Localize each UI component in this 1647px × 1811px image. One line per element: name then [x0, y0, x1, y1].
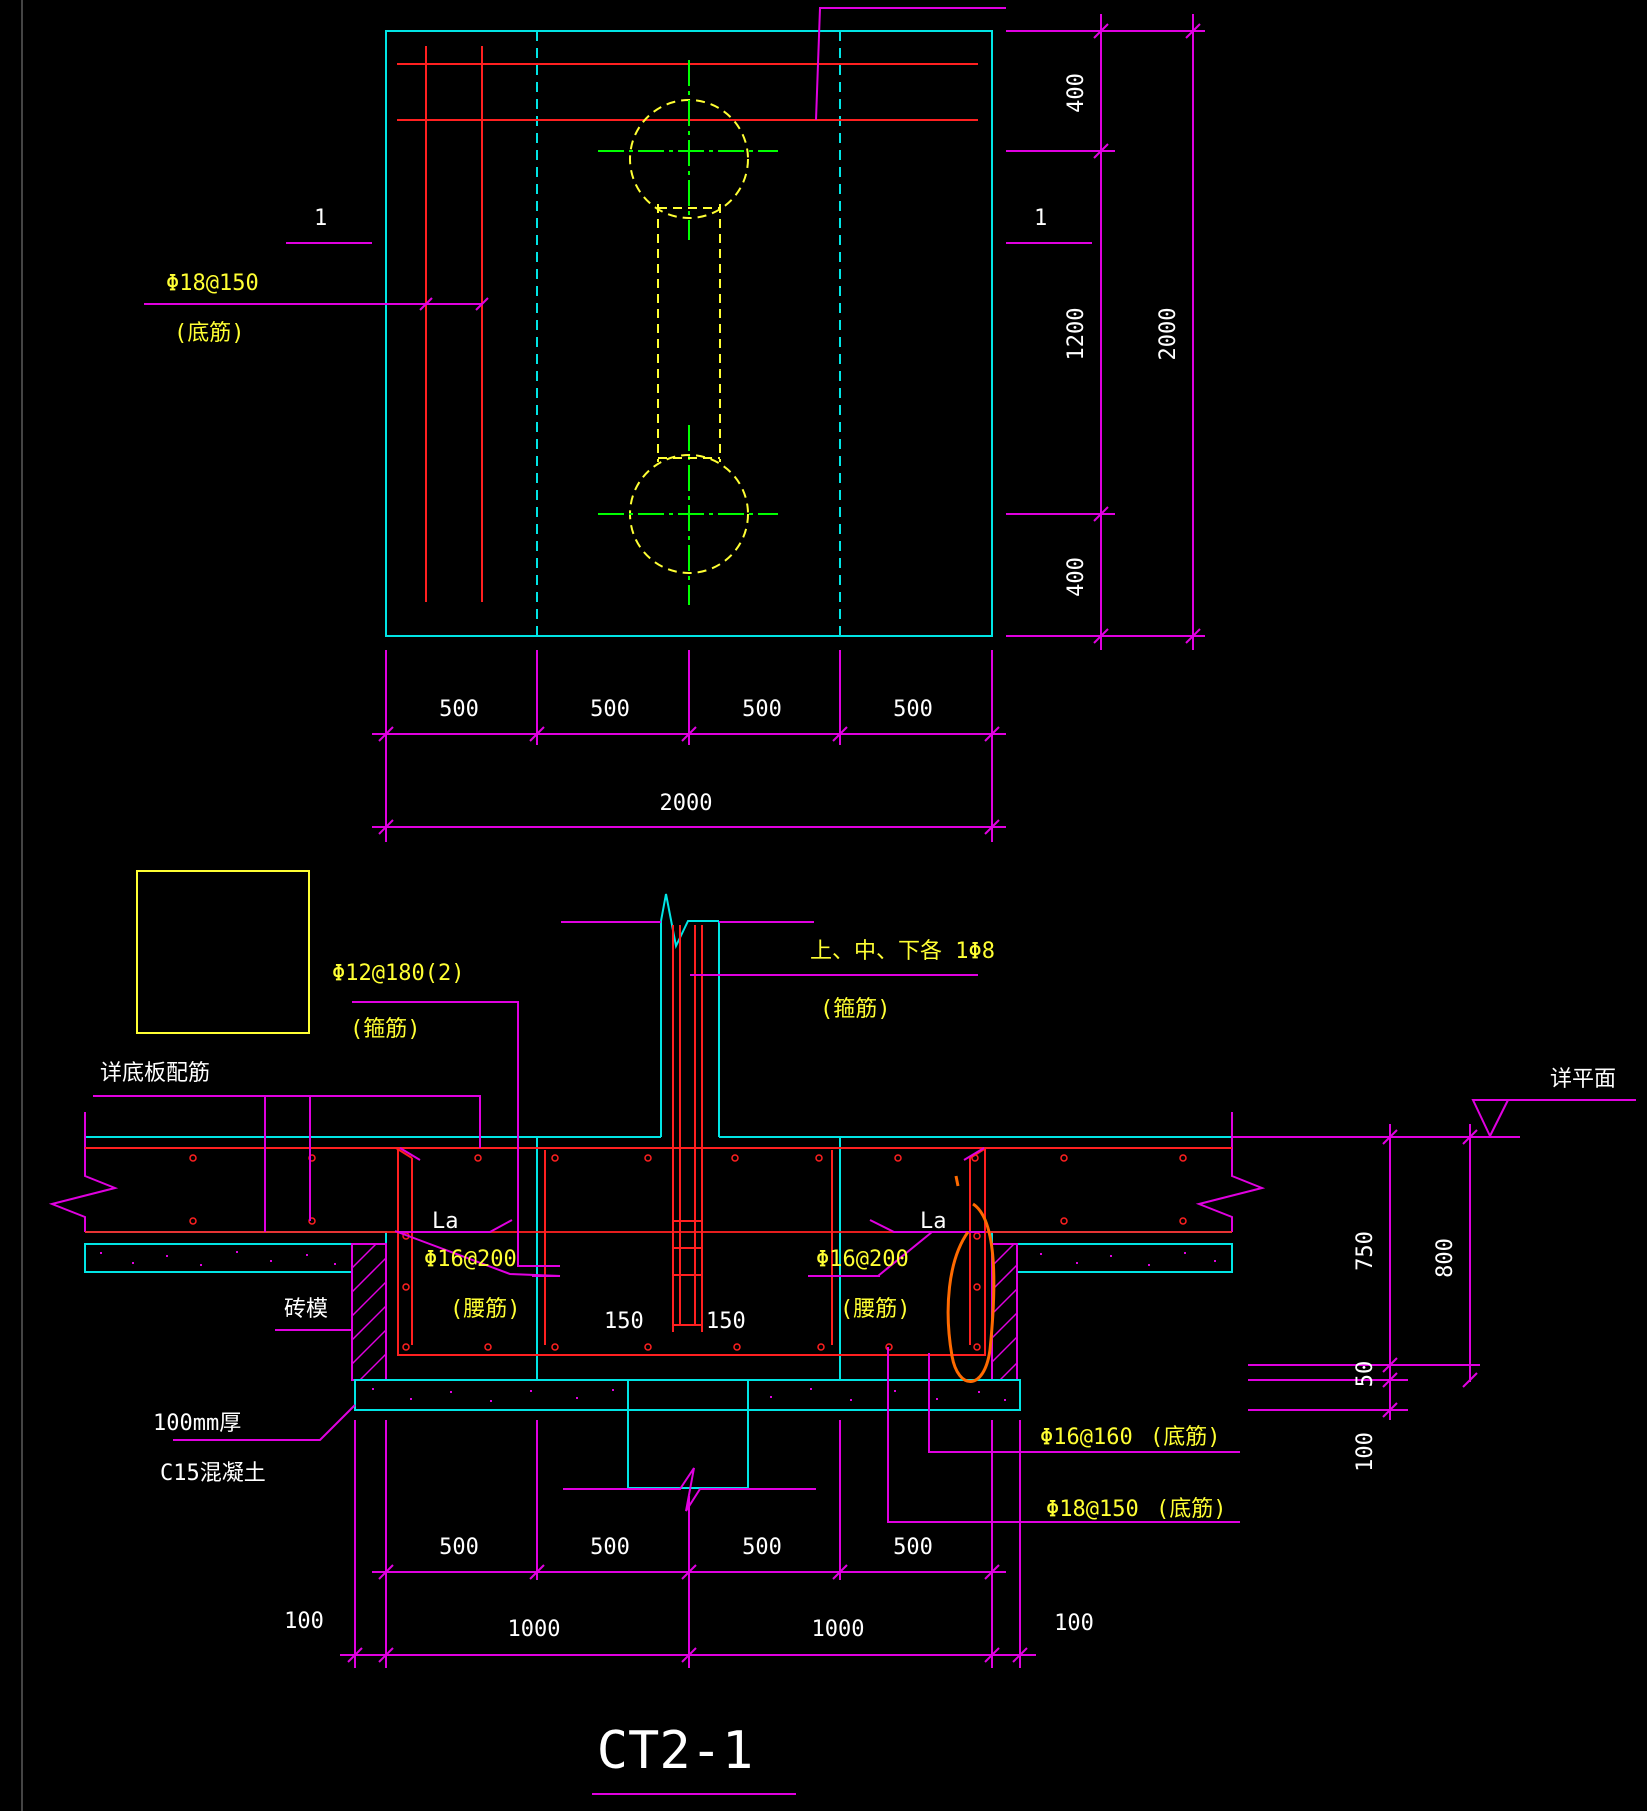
section-dim-bottom-3: 500	[742, 1535, 782, 1560]
section-dim-right-100: 100	[1353, 1432, 1378, 1472]
label-concrete-thickness: 100mm厚	[153, 1411, 241, 1436]
plan-rebar	[397, 46, 978, 602]
hand-markup	[946, 1175, 996, 1383]
label-stirrup: Φ12@180(2)	[332, 961, 464, 986]
label-waist-right-note: (腰筋)	[840, 1297, 911, 1322]
column-outline	[660, 893, 720, 1137]
plan-dim-bottom-total: 2000	[660, 791, 713, 816]
plan-rebar-ticks	[419, 297, 489, 311]
label-brick-mold: 砖模	[284, 1297, 328, 1322]
label-detail-slab: 详底板配筋	[100, 1061, 210, 1086]
soil-speckle	[100, 1251, 1216, 1402]
label-column-stirrup: 上、中、下各 1Φ8	[810, 939, 995, 964]
drawing-title: CT2-1	[597, 1721, 754, 1781]
section-dim-row2-3: 1000	[812, 1617, 865, 1642]
section-dim-right-750: 750	[1353, 1231, 1378, 1271]
label-concrete-grade: C15混凝土	[160, 1461, 266, 1486]
label-bottom-rebar-2: Φ18@150	[1046, 1497, 1139, 1522]
section-mark-right: 1	[1034, 206, 1047, 231]
label-waist-left: Φ16@200	[424, 1247, 517, 1272]
tie-beam	[657, 204, 721, 462]
plan-rebar-label: Φ18@150	[166, 271, 259, 296]
plan-rebar-note: (底筋)	[174, 321, 245, 346]
label-bottom-rebar-1: Φ16@160	[1040, 1425, 1133, 1450]
plan-top-leader	[815, 7, 1006, 121]
plan-dim-bottom-4: 500	[893, 697, 933, 722]
label-la-left: La	[432, 1209, 459, 1234]
la-markers	[398, 1147, 985, 1233]
section-dim-row2-4: 100	[1054, 1611, 1094, 1636]
section-dim-bottom-2: 500	[590, 1535, 630, 1560]
plan-dim-right	[1006, 14, 1205, 650]
plan-view: 1 1 Φ18@150 (底筋) 400 1200 400 2000	[144, 7, 1205, 842]
section-mark-left: 1	[314, 206, 327, 231]
section-view: La La 详底板配筋 Φ12@180(2) (箍筋) 上、中、下各 1Φ8 (…	[48, 870, 1636, 1668]
section-leaders	[93, 974, 1636, 1523]
label-ref-plan: 详平面	[1550, 1067, 1616, 1092]
label-bottom-rebar-2-note: (底筋)	[1156, 1497, 1227, 1522]
label-bottom-rebar-1-note: (底筋)	[1150, 1425, 1221, 1450]
section-dim-right-total: 800	[1433, 1238, 1458, 1278]
section-dim-right	[1248, 1124, 1480, 1420]
plan-dim-bottom	[372, 650, 1006, 842]
label-column-stirrup-note: (箍筋)	[820, 997, 891, 1022]
plan-dim-right-1: 400	[1064, 73, 1089, 113]
label-waist-left-note: (腰筋)	[450, 1297, 521, 1322]
label-offset-left: 150	[604, 1309, 644, 1334]
plan-dim-right-2: 1200	[1064, 308, 1089, 361]
break-line-right	[1195, 1112, 1266, 1232]
pile-section	[627, 1380, 749, 1489]
label-offset-right: 150	[706, 1309, 746, 1334]
pile-break-line	[563, 1467, 816, 1512]
plan-dim-right-total: 2000	[1156, 308, 1181, 361]
plan-cap-outline	[385, 30, 993, 637]
label-la-right: La	[920, 1209, 947, 1234]
plan-dim-bottom-3: 500	[742, 697, 782, 722]
slab-rebar	[85, 1147, 1232, 1356]
pile-bottom	[598, 425, 778, 605]
plan-dim-bottom-1: 500	[439, 697, 479, 722]
column-rebar	[672, 925, 703, 1332]
break-line-left	[48, 1112, 119, 1232]
label-stirrup-note: (箍筋)	[350, 1017, 421, 1042]
legend-box	[136, 870, 310, 1034]
pile-top	[598, 60, 778, 240]
section-dim-bottom-4: 500	[893, 1535, 933, 1560]
section-dim-row2-2: 1000	[508, 1617, 561, 1642]
section-dim-bottom-1: 500	[439, 1535, 479, 1560]
label-waist-right: Φ16@200	[816, 1247, 909, 1272]
section-dim-bottom	[340, 1420, 1036, 1668]
section-dim-row2-1: 100	[284, 1609, 324, 1634]
plan-dim-right-3: 400	[1064, 557, 1089, 597]
plan-dim-bottom-2: 500	[590, 697, 630, 722]
section-dim-right-50: 50	[1353, 1361, 1378, 1388]
